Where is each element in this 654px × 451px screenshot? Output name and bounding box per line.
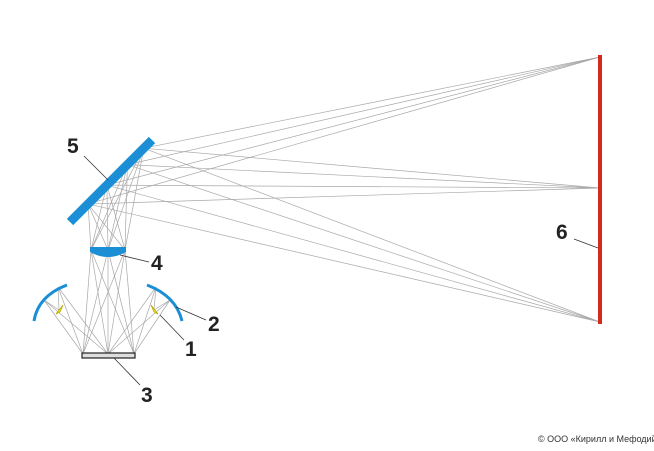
- ray: [127, 164, 601, 323]
- ray: [43, 299, 84, 355]
- label-lamp: 1: [185, 338, 197, 361]
- mirror: [66, 136, 156, 226]
- label-slide: 3: [141, 384, 153, 407]
- ray: [107, 286, 157, 355]
- right-lamp: [150, 304, 159, 315]
- ray: [43, 299, 109, 355]
- left-reflector: [32, 283, 68, 322]
- ray: [153, 286, 157, 311]
- ray: [143, 147, 601, 189]
- ray: [133, 286, 157, 355]
- label-lens: 4: [151, 252, 163, 275]
- ray: [87, 203, 92, 251]
- ray: [106, 185, 126, 251]
- ray: [127, 56, 601, 165]
- ray: [153, 299, 171, 311]
- ray: [87, 203, 109, 251]
- ray: [107, 299, 171, 355]
- label-mirror: 5: [67, 135, 79, 158]
- ray: [107, 249, 126, 355]
- ray: [87, 203, 601, 323]
- slide: [81, 352, 136, 359]
- ray: [127, 164, 601, 189]
- ray: [82, 249, 126, 355]
- leader-lines: [83, 155, 599, 386]
- ray: [57, 286, 84, 355]
- ray: [57, 286, 60, 311]
- ray: [124, 249, 135, 355]
- ray: [106, 185, 109, 251]
- ray: [82, 249, 92, 355]
- ray: [143, 56, 601, 149]
- label-screen: 6: [556, 221, 568, 244]
- ray: [90, 249, 109, 355]
- ray: [88, 187, 601, 205]
- ray: [90, 249, 135, 355]
- ray: [87, 56, 601, 205]
- ray: [124, 164, 128, 251]
- ray: [57, 286, 109, 355]
- ray: [106, 184, 601, 323]
- ray: [107, 249, 135, 355]
- left-lamp: [55, 304, 64, 315]
- ray: [106, 184, 601, 189]
- ray: [143, 147, 601, 323]
- right-reflector: [146, 283, 184, 322]
- ray: [133, 299, 171, 355]
- ray: [107, 164, 128, 251]
- label-reflector: 2: [208, 313, 220, 336]
- copyright: © ООО «Кирилл и Мефодий»: [538, 434, 654, 444]
- light-rays: [43, 56, 601, 355]
- ray: [106, 56, 601, 186]
- ray: [87, 203, 126, 251]
- lens: [90, 247, 126, 257]
- ray: [90, 164, 128, 251]
